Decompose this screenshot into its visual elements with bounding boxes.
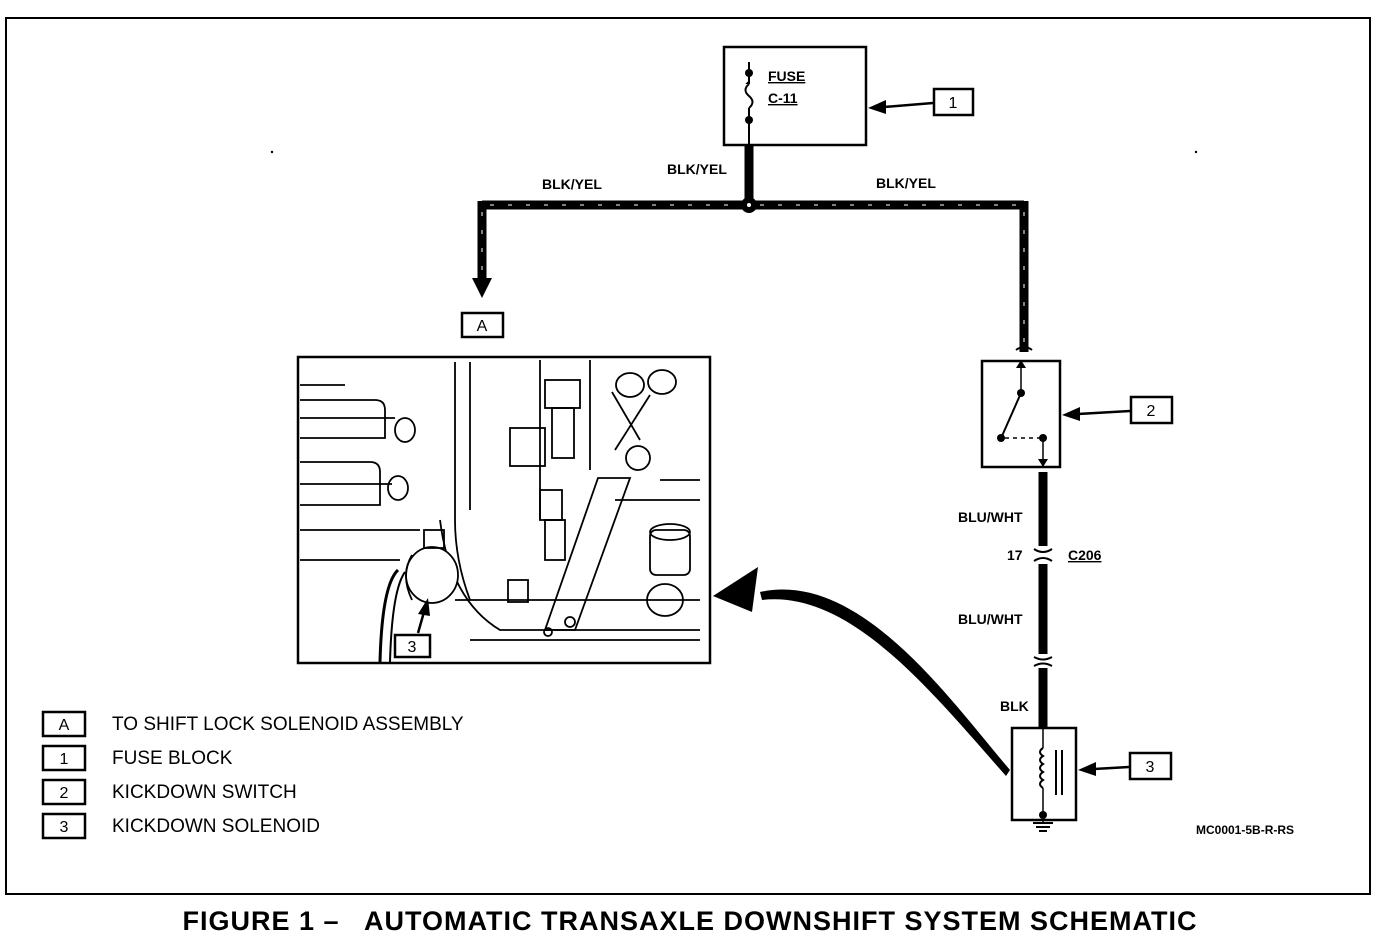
legend-key: 2	[60, 785, 69, 802]
legend-item: A TO SHIFT LOCK SOLENOID ASSEMBLY	[41, 710, 464, 738]
callout-kickdown-solenoid: 3	[1078, 751, 1173, 781]
connector-c206	[1033, 546, 1053, 564]
figure-caption: FIGURE 1 – AUTOMATIC TRANSAXLE DOWNSHIFT…	[182, 906, 1197, 936]
legend-item: 2 KICKDOWN SWITCH	[41, 778, 297, 806]
wire-label-blk: BLK	[1000, 698, 1029, 714]
detail-callout-3-label: 3	[408, 639, 417, 656]
wire-label-left: BLK/YEL	[542, 176, 602, 192]
connector-pin: 17	[1007, 547, 1023, 563]
legend-key: 3	[60, 819, 69, 836]
callout-2-label: 2	[1147, 403, 1156, 420]
drawing-code: MC0001-5B-R-RS	[1196, 823, 1294, 837]
speck	[1194, 150, 1198, 154]
wire-texture	[481, 204, 1025, 345]
component-location-illustration	[296, 355, 712, 665]
fuse-block: FUSE C-11	[722, 45, 868, 147]
callout-a-label: A	[477, 318, 488, 335]
inline-joint	[1033, 654, 1053, 668]
legend-key: A	[59, 717, 70, 734]
callout-3-label: 3	[1146, 759, 1155, 776]
callout-kickdown-switch: 2	[1062, 395, 1174, 425]
callout-detail-solenoid: 3	[393, 598, 432, 659]
legend-item: 1 FUSE BLOCK	[41, 744, 233, 772]
kickdown-switch	[980, 346, 1062, 469]
legend-text: KICKDOWN SOLENOID	[112, 816, 320, 837]
speck	[270, 150, 274, 154]
callout-1-label: 1	[949, 95, 958, 112]
kickdown-solenoid	[1010, 726, 1078, 832]
arrow-to-shift-lock	[472, 278, 492, 298]
legend-key: 1	[60, 751, 69, 768]
wire-label-blu-wht-lower: BLU/WHT	[958, 611, 1023, 627]
legend: A TO SHIFT LOCK SOLENOID ASSEMBLY 1 FUSE…	[41, 710, 464, 840]
fuse-label: FUSE	[768, 68, 805, 84]
wire-label-blu-wht-upper: BLU/WHT	[958, 509, 1023, 525]
fuse-id: C-11	[768, 90, 798, 106]
diagram-frame	[5, 17, 1371, 895]
connector-id: C206	[1068, 547, 1102, 563]
legend-item: 3 KICKDOWN SOLENOID	[41, 812, 320, 840]
legend-text: FUSE BLOCK	[112, 748, 233, 769]
callout-fuse-block: 1	[868, 87, 975, 117]
legend-text: KICKDOWN SWITCH	[112, 782, 297, 803]
wire-label-right: BLK/YEL	[876, 175, 936, 191]
splice-highlight	[747, 203, 751, 207]
wire-label-center: BLK/YEL	[667, 161, 727, 177]
legend-text: TO SHIFT LOCK SOLENOID ASSEMBLY	[112, 714, 464, 735]
callout-shift-lock: A	[460, 311, 505, 339]
detail-pointer-arrowhead	[713, 567, 758, 612]
